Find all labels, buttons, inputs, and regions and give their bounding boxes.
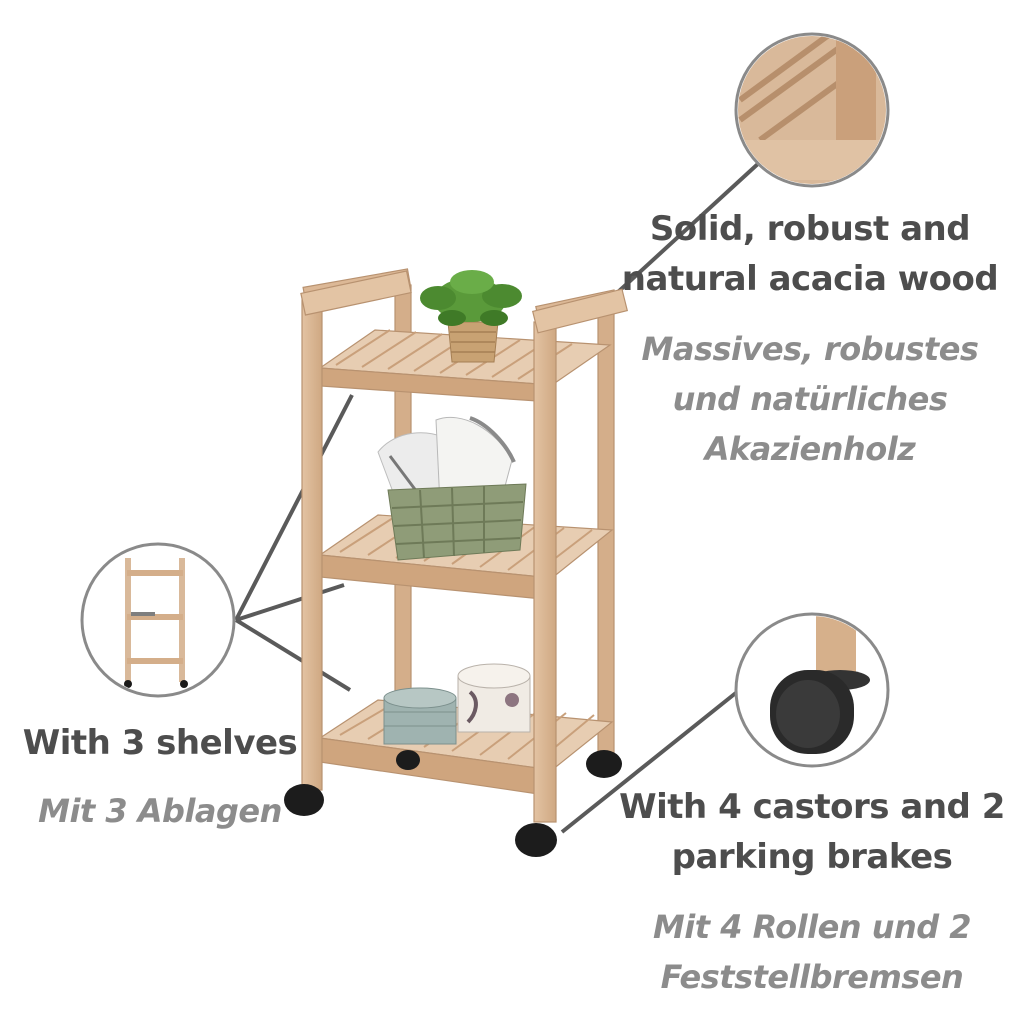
wood-title-line: Solid, robust and [649, 209, 971, 249]
shelves-subtitle-line: Mit 3 Ablagen [38, 792, 282, 830]
storage-basket-icon [387, 483, 527, 561]
wood-title-line: natural acacia wood [621, 259, 999, 299]
callout-lines [234, 160, 762, 834]
front-right-post [533, 321, 557, 823]
potted-plant-icon [420, 270, 522, 363]
wood-subtitle-line: Massives, robustes [641, 330, 979, 368]
wood-subtitle-line: und natürliches [672, 380, 948, 418]
castors-title-line: parking brakes [671, 837, 953, 877]
shelf-callout-line-top [234, 394, 354, 621]
castors-subtitle-line: Mit 4 Rollen und 2 [652, 908, 972, 946]
castors-feature-subtitle: Mit 4 Rollen und 2 Feststellbremsen [612, 902, 1012, 1002]
wood-feature-subtitle: Massives, robustes und natürliches Akazi… [620, 324, 1000, 474]
castor-callout-line [560, 686, 744, 834]
wood-subtitle-line: Akazienholz [704, 430, 916, 468]
shelf-callout-line-bottom [234, 618, 352, 692]
front-left-post [301, 299, 323, 791]
shelf-callout-line-middle [235, 583, 345, 622]
wood-callout-line [616, 160, 762, 294]
castors-title-line: With 4 castors and 2 [619, 787, 1005, 827]
stacked-plates-icon [383, 687, 457, 745]
castor-detail-zoom-icon [734, 612, 890, 768]
castors-feature-title: With 4 castors and 2 parking brakes [612, 782, 1012, 882]
towels-icon [377, 416, 516, 506]
round-storage-box-icon [457, 663, 531, 733]
castors-subtitle-line: Feststellbremsen [660, 958, 964, 996]
wood-feature-title: Solid, robust and natural acacia wood [620, 204, 1000, 304]
shelf-overview-zoom-icon [80, 542, 236, 698]
shelves-feature-subtitle: Mit 3 Ablagen [20, 786, 300, 836]
trolley-castors [284, 750, 622, 857]
shelves-title-line: With 3 shelves [22, 723, 298, 763]
shelves-feature-title: With 3 shelves [20, 718, 300, 768]
wood-detail-zoom-icon [734, 32, 890, 188]
